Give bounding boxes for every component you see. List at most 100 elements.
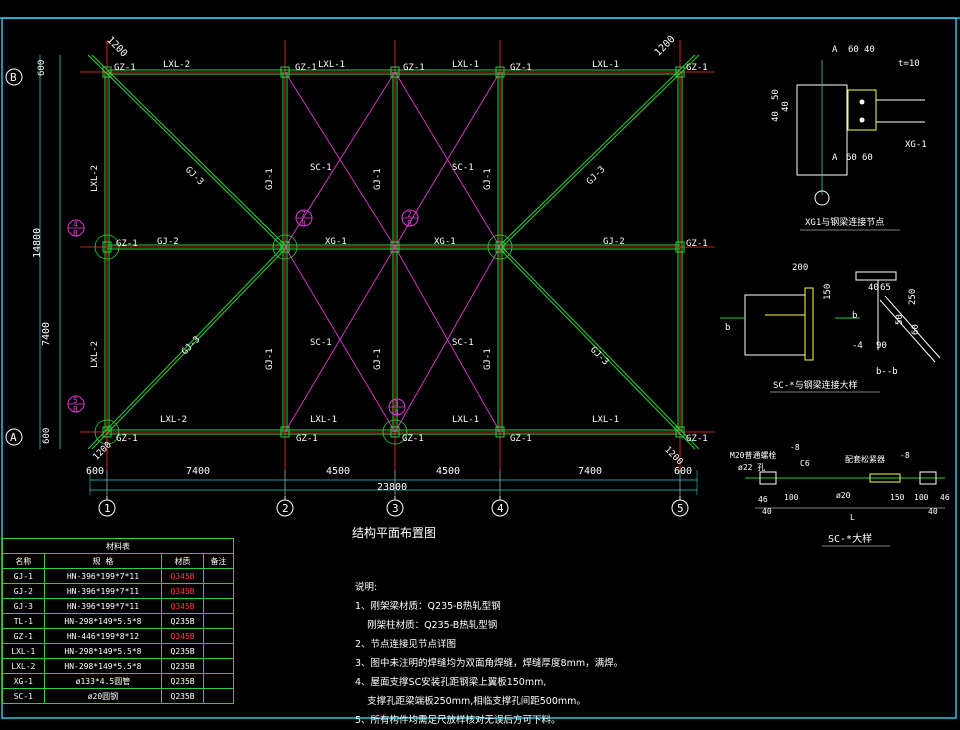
- diag-4b: [501, 246, 700, 450]
- axis-number-5: 5: [677, 502, 684, 515]
- diag-2a: [87, 246, 284, 450]
- table-cell: GZ-1: [2, 628, 45, 644]
- callout-num: 4: [73, 220, 78, 229]
- column-label: GZ-1: [114, 63, 136, 73]
- sc2-label: -8: [900, 451, 910, 460]
- dim-bottom: 600: [674, 466, 692, 477]
- column-box: [675, 66, 685, 78]
- table-cell: HN-446*199*8*12: [43, 628, 163, 644]
- table-cell: Q235B: [161, 613, 204, 629]
- column-box: [102, 426, 112, 438]
- node-circle: [382, 419, 408, 445]
- node-circle: [272, 234, 298, 260]
- axis-letter-B: B: [10, 71, 17, 84]
- material-table-caption: 材料表: [2, 538, 234, 554]
- table-cell: [202, 568, 235, 584]
- dim-left: 600: [37, 60, 47, 76]
- sc2-label: 100: [914, 493, 929, 502]
- vertical-label: GJ-1: [483, 348, 493, 370]
- sc2-label: L: [850, 513, 855, 522]
- sc-dim2: 40: [868, 283, 879, 293]
- table-cell: [202, 598, 235, 614]
- dim-total: 23800: [377, 482, 407, 493]
- diagonal-label: GJ-3: [183, 165, 205, 187]
- table-cell: Q345B: [161, 598, 204, 614]
- dim-bottom: 7400: [186, 466, 210, 477]
- sc2-plate-left: [759, 471, 777, 485]
- brace-label: SC-1: [452, 163, 474, 173]
- column-label: GZ-1: [295, 63, 317, 73]
- dim-bottom: 4500: [436, 466, 460, 477]
- table-cell: HN-298*149*5.5*8: [43, 658, 163, 674]
- side-beam-label: LXL-2: [90, 165, 100, 192]
- sc-dim2: b--b: [876, 367, 898, 377]
- dim-bottom: 600: [86, 466, 104, 477]
- sc2-label: 配套松紧器: [845, 454, 885, 464]
- table-cell: Q235B: [161, 673, 204, 689]
- xg-title: XG1与钢梁连接节点: [805, 216, 884, 228]
- notes-heading: 说明:: [355, 582, 378, 593]
- xg-dim: XG-1: [905, 140, 927, 150]
- table-cell: SC-1: [2, 688, 45, 704]
- column-box: [102, 66, 112, 78]
- node-circle: [487, 234, 513, 260]
- vertical-label: GJ-1: [265, 168, 275, 190]
- column-label: GZ-1: [686, 63, 708, 73]
- column-box: [675, 241, 685, 253]
- table-cell: GJ-1: [2, 568, 45, 584]
- column-label: GZ-1: [686, 434, 708, 444]
- sc-angle-top: [855, 271, 897, 281]
- sc2-label: C6: [800, 459, 810, 468]
- table-cell: ø20圆钢: [43, 688, 163, 704]
- sc-bar2: [884, 295, 941, 359]
- sc2-label: 40: [762, 507, 772, 516]
- vertical-label: GJ-1: [483, 168, 493, 190]
- axis-number-2: 2: [282, 502, 289, 515]
- sc-dim2: 60: [911, 324, 921, 335]
- sc2-label: -8: [790, 443, 800, 452]
- table-cell: Q235B: [161, 658, 204, 674]
- column-box: [495, 426, 505, 438]
- column-box: [495, 66, 505, 78]
- bottom-beam-label: LXL-1: [310, 415, 337, 425]
- xg-dim: A: [832, 153, 838, 163]
- table-cell: HN-396*199*7*11: [43, 568, 163, 584]
- xg-dim: 40: [771, 111, 781, 122]
- xg-dim: t=10: [898, 59, 920, 69]
- table-cell: GJ-3: [2, 598, 45, 614]
- sc-dim: b: [725, 323, 730, 333]
- callout-den: 8: [73, 405, 78, 414]
- vertical-label: GJ-1: [373, 348, 383, 370]
- diagonal-label: GJ-3: [585, 165, 607, 187]
- xg-dim: A: [832, 45, 838, 55]
- xg-bubble: [814, 190, 830, 206]
- table-cell: TL-1: [2, 613, 45, 629]
- table-cell: GJ-2: [2, 583, 45, 599]
- column-label: GZ-1: [510, 63, 532, 73]
- sc2-turnbuckle: [869, 473, 901, 483]
- table-cell: LXL-2: [2, 658, 45, 674]
- axis-letter-A: A: [10, 431, 17, 444]
- column-label: GZ-1: [403, 63, 425, 73]
- table-cell: XG-1: [2, 673, 45, 689]
- xg-dim: 50: [771, 89, 781, 100]
- sc2-plate-right: [919, 471, 937, 485]
- note-line: 4、屋面支撑SC安装孔距钢梁上翼板150mm,: [355, 677, 547, 688]
- table-cell: LXL-1: [2, 643, 45, 659]
- sc-dim: 200: [792, 263, 808, 273]
- column-box: [280, 426, 290, 438]
- brace-label: SC-1: [310, 163, 332, 173]
- column-box: [390, 426, 400, 438]
- axis-bubble-A: [5, 428, 23, 446]
- sc-dim2: 90: [876, 341, 887, 351]
- callout-num: 2: [407, 210, 412, 219]
